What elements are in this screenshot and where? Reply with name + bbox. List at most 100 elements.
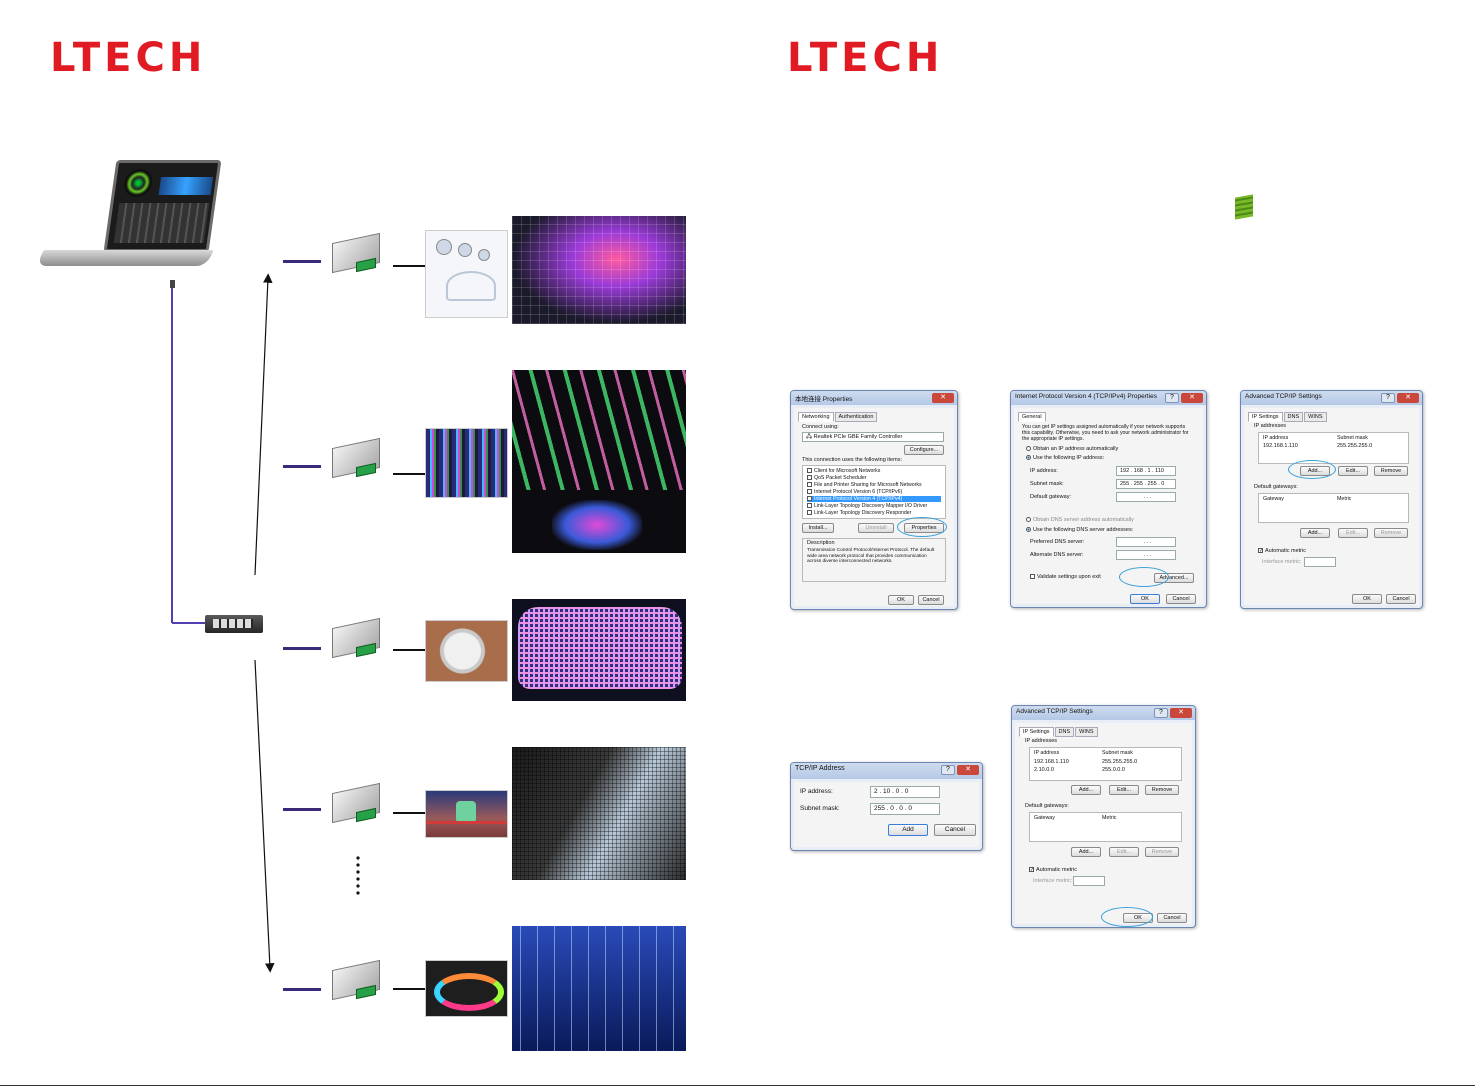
close-icon[interactable]: ✕ [957, 765, 979, 775]
alternate-dns-field[interactable]: . . . [1116, 550, 1176, 560]
radio[interactable] [1026, 517, 1031, 523]
subnet-mask-field[interactable]: 255 . 255 . 255 . 0 [1116, 479, 1176, 489]
uninstall-button[interactable]: Uninstall [858, 523, 894, 533]
description-label: Description [807, 540, 835, 546]
close-icon[interactable]: ✕ [1170, 708, 1192, 718]
checkbox[interactable] [807, 510, 812, 516]
controller-4-cable [283, 808, 321, 811]
list-item[interactable]: Link-Layer Topology Discovery Responder [807, 510, 941, 516]
cancel-button[interactable]: Cancel [1157, 913, 1187, 923]
obtain-ip-auto-radio[interactable]: Obtain an IP address automatically [1026, 446, 1118, 453]
configure-button[interactable]: Configure... [904, 445, 944, 455]
tab-networking[interactable]: Networking [798, 412, 834, 422]
list-item-selected[interactable]: Internet Protocol Version 4 (TCP/IPv4) [807, 496, 941, 502]
close-icon[interactable]: ✕ [1397, 393, 1419, 403]
add-gateway-button[interactable]: Add... [1071, 847, 1101, 857]
ip-address-field[interactable]: 2 . 10 . 0 . 0 [870, 786, 940, 798]
add-ip-button[interactable]: Add... [1071, 785, 1101, 795]
ok-button[interactable]: OK [888, 595, 914, 605]
highlight-circle [1288, 460, 1336, 479]
list-item[interactable]: Link-Layer Topology Discovery Mapper I/O… [807, 503, 941, 509]
controller-5 [330, 957, 382, 1001]
help-icon[interactable]: ? [1154, 708, 1168, 718]
radio[interactable] [1026, 455, 1031, 461]
tab-strip: General [1018, 412, 1199, 422]
obtain-dns-auto-radio[interactable]: Obtain DNS server address automatically [1026, 517, 1134, 524]
help-icon[interactable]: ? [1165, 393, 1179, 403]
list-item[interactable]: File and Printer Sharing for Microsoft N… [807, 482, 941, 488]
edit-gateway-button[interactable]: Edit... [1338, 528, 1368, 538]
cancel-button[interactable]: Cancel [1166, 594, 1196, 604]
radio[interactable] [1026, 527, 1031, 533]
dialog-title-bar: TCP/IP Address?✕ [791, 763, 982, 779]
list-item[interactable]: QoS Packet Scheduler [807, 475, 941, 481]
checkbox[interactable] [807, 475, 812, 481]
table-cell-ip[interactable]: 2.10.0.0 [1034, 767, 1054, 773]
checkbox[interactable] [807, 503, 812, 509]
table-cell-mask[interactable]: 255.0.0.0 [1102, 767, 1125, 773]
checkbox[interactable] [807, 489, 812, 495]
help-icon[interactable]: ? [941, 765, 955, 775]
highlight-circle [897, 517, 947, 537]
cancel-button[interactable]: Cancel [934, 824, 976, 836]
install-button[interactable]: Install... [802, 523, 834, 533]
tab-dns[interactable]: DNS [1283, 412, 1304, 422]
remove-gateway-button[interactable]: Remove [1374, 528, 1408, 538]
ip-address-field[interactable]: 192 . 168 . 1 . 110 [1116, 466, 1176, 476]
tab-wins[interactable]: WINS [1304, 412, 1327, 422]
ip-addresses-label: IP addresses [1025, 738, 1058, 744]
column-header-metric: Metric [1337, 496, 1352, 502]
add-gateway-button[interactable]: Add... [1300, 528, 1330, 538]
radio[interactable] [1026, 446, 1031, 452]
table-cell-mask[interactable]: 255.255.255.0 [1337, 443, 1373, 449]
list-item[interactable]: Client for Microsoft Networks [807, 468, 941, 474]
automatic-metric-checkbox[interactable]: ✓Automatic metric [1258, 548, 1306, 555]
automatic-metric-checkbox[interactable]: ✓Automatic metric [1029, 867, 1077, 874]
table-cell-ip[interactable]: 192.168.1.110 [1263, 443, 1298, 449]
controller-1-cable [283, 260, 321, 263]
interface-metric-field[interactable] [1073, 876, 1105, 886]
close-icon[interactable]: ✕ [932, 393, 954, 403]
tab-ip-settings[interactable]: IP Settings [1019, 727, 1054, 737]
checkbox[interactable] [807, 482, 812, 488]
checkbox-label: Automatic metric [1265, 548, 1306, 554]
help-icon[interactable]: ? [1381, 393, 1395, 403]
validate-checkbox[interactable]: Validate settings upon exit [1030, 574, 1101, 581]
cancel-button[interactable]: Cancel [1386, 594, 1416, 604]
gateway-table: Gateway Metric [1029, 812, 1182, 842]
ok-button[interactable]: OK [1352, 594, 1382, 604]
remove-ip-button[interactable]: Remove [1145, 785, 1179, 795]
column-header-mask: Subnet mask [1102, 750, 1133, 756]
table-cell-mask[interactable]: 255.255.255.0 [1102, 759, 1138, 765]
close-icon[interactable]: ✕ [1181, 393, 1203, 403]
ok-button[interactable]: OK [1130, 594, 1160, 604]
edit-ip-button[interactable]: Edit... [1338, 466, 1368, 476]
description-text: Transmission Control Protocol/Internet P… [807, 548, 935, 565]
remove-ip-button[interactable]: Remove [1374, 466, 1408, 476]
edit-ip-button[interactable]: Edit... [1109, 785, 1139, 795]
add-button[interactable]: Add [888, 824, 928, 836]
cancel-button[interactable]: Cancel [918, 595, 944, 605]
dialog-title: 本地连接 Properties [795, 396, 853, 403]
tab-wins[interactable]: WINS [1075, 727, 1098, 737]
tab-dns[interactable]: DNS [1054, 727, 1075, 737]
default-gateway-field[interactable]: . . . [1116, 492, 1176, 502]
tab-general[interactable]: General [1018, 412, 1046, 422]
use-following-ip-radio[interactable]: Use the following IP address: [1026, 455, 1104, 462]
checkbox-label: Validate settings upon exit [1037, 574, 1101, 580]
subnet-mask-field[interactable]: 255 . 0 . 0 . 0 [870, 803, 940, 815]
tab-ip-settings[interactable]: IP Settings [1248, 412, 1283, 422]
interface-metric-field[interactable] [1304, 557, 1336, 567]
tab-authentication[interactable]: Authentication [834, 412, 878, 422]
preferred-dns-field[interactable]: . . . [1116, 537, 1176, 547]
use-following-dns-radio[interactable]: Use the following DNS server addresses: [1026, 527, 1133, 534]
gateway-table: Gateway Metric [1258, 493, 1409, 523]
checkbox[interactable] [807, 468, 812, 474]
column-header-gateway: Gateway [1034, 815, 1055, 821]
edit-gateway-button[interactable]: Edit... [1109, 847, 1139, 857]
item-label: QoS Packet Scheduler [814, 475, 867, 481]
checkbox[interactable] [807, 496, 812, 502]
list-item[interactable]: Internet Protocol Version 6 (TCP/IPv6) [807, 489, 941, 495]
remove-gateway-button[interactable]: Remove [1145, 847, 1179, 857]
table-cell-ip[interactable]: 192.168.1.110 [1034, 759, 1069, 765]
